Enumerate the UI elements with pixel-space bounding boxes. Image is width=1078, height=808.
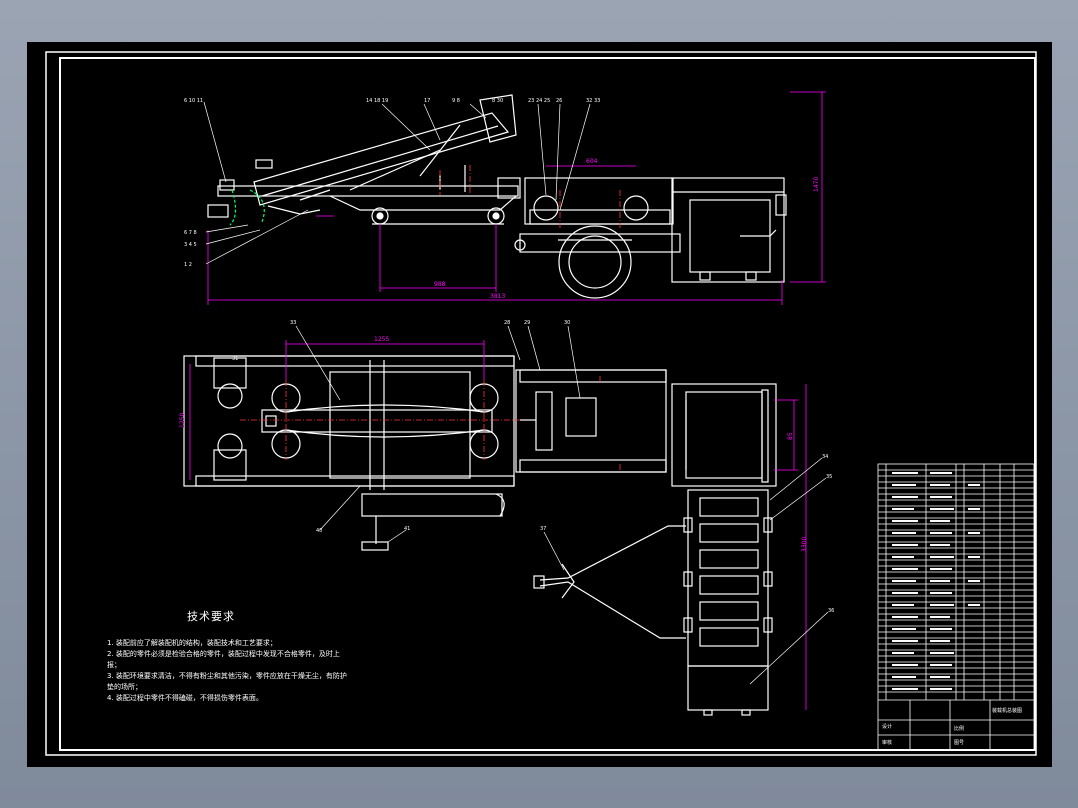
chassis-body: [217, 185, 519, 197]
conveyor-boom: [253, 112, 510, 206]
plan-cross-bar: [361, 493, 503, 517]
callout-side-2: 14 18 19: [366, 98, 388, 104]
callout-plan-8: 35: [826, 474, 832, 480]
callout-plan-10: 37: [540, 526, 546, 532]
callout-plan-11: 31: [232, 356, 238, 362]
tech-requirements-title: 技术要求: [187, 610, 235, 623]
inner-frame: [59, 57, 1036, 751]
dim-plan-left: 1250: [179, 413, 186, 428]
dim-small-right: 85: [787, 432, 794, 440]
callout-side-5: 8 30: [492, 98, 503, 104]
dim-side-right: 3300: [801, 537, 808, 552]
transfer-cart: [524, 177, 674, 225]
callout-plan-5: 40: [316, 528, 322, 534]
callout-side-7: 26: [556, 98, 562, 104]
callout-side-11: 1 2: [184, 262, 192, 268]
dim-height: 1470: [813, 177, 820, 192]
callout-plan-1: 33: [290, 320, 296, 326]
callout-plan-4: 30: [564, 320, 570, 326]
callout-plan-7: 34: [822, 454, 828, 460]
conveyor-view: [533, 489, 773, 716]
callout-plan-9: 36: [828, 608, 834, 614]
plan-view: [183, 355, 777, 551]
side-leaders: [203, 101, 591, 265]
title-block-name: 装载机总装图: [992, 707, 1022, 714]
dim-total-length: 3813: [490, 293, 505, 300]
tech-requirement-item: 2. 装配的零件必须是检验合格的零件，装配过程中发现不合格零件，及时上报；: [107, 650, 340, 669]
title-block-design: 设计: [882, 723, 892, 730]
tech-requirement-item: 3. 装配环境要求清洁，不得有粉尘和其他污染，零件应放在干燥无尘，有防护垫的场所…: [107, 672, 347, 691]
plan-dimensions: [189, 340, 807, 710]
callout-plan-3: 29: [524, 320, 530, 326]
plan-centerlines: [240, 376, 621, 470]
conveyor-tail: [687, 665, 769, 711]
plan-chassis: [183, 355, 515, 487]
title-block-scale: 比例: [954, 725, 964, 732]
plan-cart: [515, 369, 667, 473]
callout-plan-2: 28: [504, 320, 510, 326]
dim-cart-spacing: 604: [586, 158, 598, 165]
bom-table: [877, 463, 1035, 751]
side-view: [207, 94, 787, 299]
tech-requirements-list: 1. 装配前应了解装配机的结构，装配技术和工艺要求； 2. 装配的零件必须是检验…: [107, 638, 347, 704]
title-block-check: 审核: [882, 739, 892, 746]
plan-leaders: [295, 325, 829, 685]
tow-bar: [539, 525, 686, 581]
callout-side-6: 23 24 25: [528, 98, 550, 104]
dim-wheelbase: 988: [434, 281, 446, 288]
callout-side-1: 6 10 11: [184, 98, 203, 104]
plan-hopper: [671, 383, 777, 487]
callout-side-10: 3 4 5: [184, 242, 197, 248]
callout-plan-6: 41: [404, 526, 410, 532]
callout-side-4: 9 8: [452, 98, 460, 104]
callout-side-8: 32 33: [586, 98, 600, 104]
large-drive-wheel: [558, 225, 632, 299]
dim-plan-top: 1255: [374, 336, 389, 343]
drawing-sheet: [27, 42, 1052, 767]
tech-requirement-item: 1. 装配前应了解装配机的结构，装配技术和工艺要求；: [107, 639, 277, 647]
callout-side-3: 17: [424, 98, 430, 104]
side-dimensions: [207, 91, 826, 305]
tech-requirement-item: 4. 装配过程中零件不得磕碰，不得损伤零件表面。: [107, 694, 263, 702]
callout-side-9: 6 7 8: [184, 230, 197, 236]
hopper: [671, 177, 785, 283]
title-block-drawing-no: 图号: [954, 740, 964, 746]
bom-entries: [892, 472, 980, 690]
